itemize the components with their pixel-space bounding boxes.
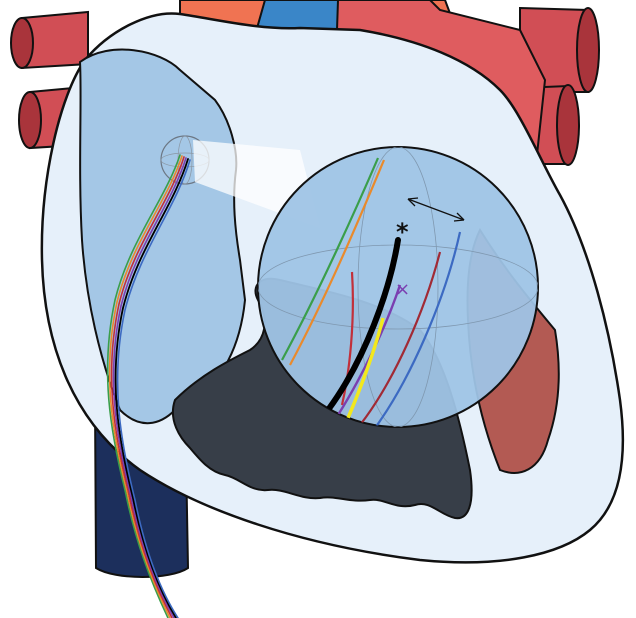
asterisk-marker: * xyxy=(396,218,409,246)
magnified-view: * × xyxy=(258,147,538,428)
cross-marker: × xyxy=(395,279,410,300)
